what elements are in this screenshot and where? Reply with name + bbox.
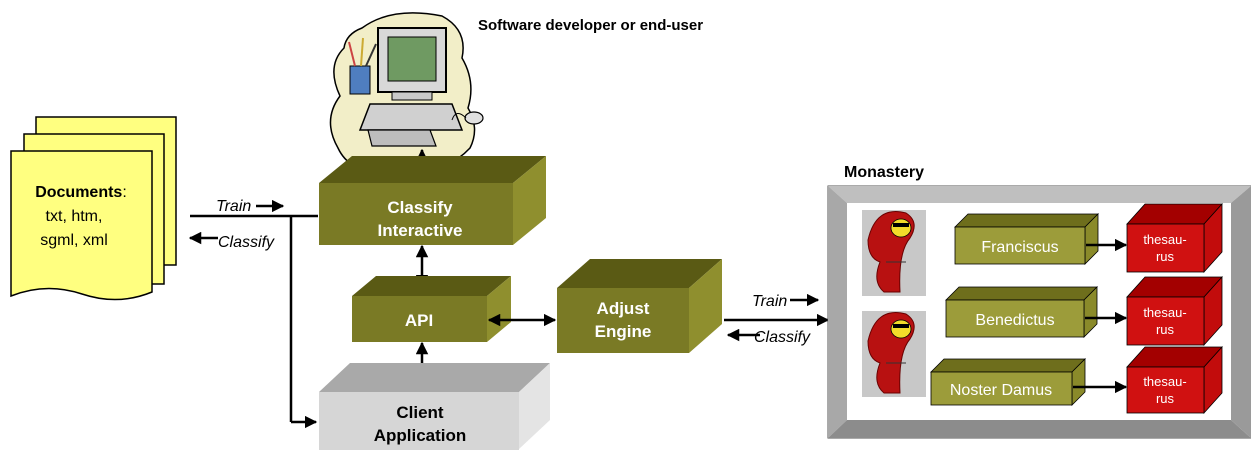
client-application-label-1: Client <box>396 403 444 422</box>
documents-stack <box>10 116 177 301</box>
thesaurus-label-3b: rus <box>1156 391 1175 406</box>
monk-icon <box>862 210 926 296</box>
monk-label-benedictus: Benedictus <box>975 312 1054 329</box>
classify-label-right: Classify <box>754 329 811 346</box>
thesaurus-label-1b: rus <box>1156 249 1175 264</box>
thesaurus-connectors <box>1073 238 1128 394</box>
documents-title-suffix: : <box>122 184 126 201</box>
monk-box-franciscus[interactable] <box>954 213 1099 265</box>
adjust-engine-label-1: Adjust <box>597 299 650 318</box>
client-application-box[interactable] <box>319 363 550 450</box>
api-label: API <box>405 311 433 330</box>
classify-interactive-label-2: Interactive <box>377 221 462 240</box>
monk-label-franciscus: Franciscus <box>981 239 1058 256</box>
adjust-engine-box[interactable] <box>557 259 722 353</box>
svg-text:Documents:: Documents: <box>35 184 127 201</box>
thesaurus-cube[interactable] <box>1126 275 1223 347</box>
thesaurus-label-2a: thesau- <box>1143 305 1186 320</box>
thesaurus-label-1a: thesau- <box>1143 232 1186 247</box>
thesaurus-label-3a: thesau- <box>1143 374 1186 389</box>
classify-label-left: Classify <box>218 234 275 251</box>
monastery-title: Monastery <box>844 164 924 181</box>
documents-line-1: txt, htm, <box>46 208 103 225</box>
monastery-connector <box>724 293 830 342</box>
documents-line-2: sgml, xml <box>40 232 108 249</box>
monk-box-benedictus[interactable] <box>945 286 1098 338</box>
adjust-engine-label-2: Engine <box>595 322 652 341</box>
documents-connector <box>188 199 318 429</box>
train-label-left: Train <box>216 198 251 215</box>
monk-box-noster-damus[interactable] <box>930 358 1086 406</box>
api-box[interactable] <box>352 276 511 342</box>
user-caption: Software developer or end-user <box>478 17 703 34</box>
thesaurus-label-2b: rus <box>1156 322 1175 337</box>
train-label-right: Train <box>752 293 787 310</box>
documents-title: Documents <box>35 184 122 201</box>
client-application-label-2: Application <box>374 426 467 445</box>
monk-icon <box>862 311 926 397</box>
computer-user-icon <box>329 12 484 173</box>
classify-interactive-label-1: Classify <box>387 198 453 217</box>
thesaurus-cube[interactable] <box>1126 202 1223 274</box>
classify-interactive-box[interactable] <box>319 156 546 245</box>
thesaurus-cube[interactable] <box>1126 345 1223 415</box>
monk-label-noster-damus: Noster Damus <box>950 382 1052 399</box>
